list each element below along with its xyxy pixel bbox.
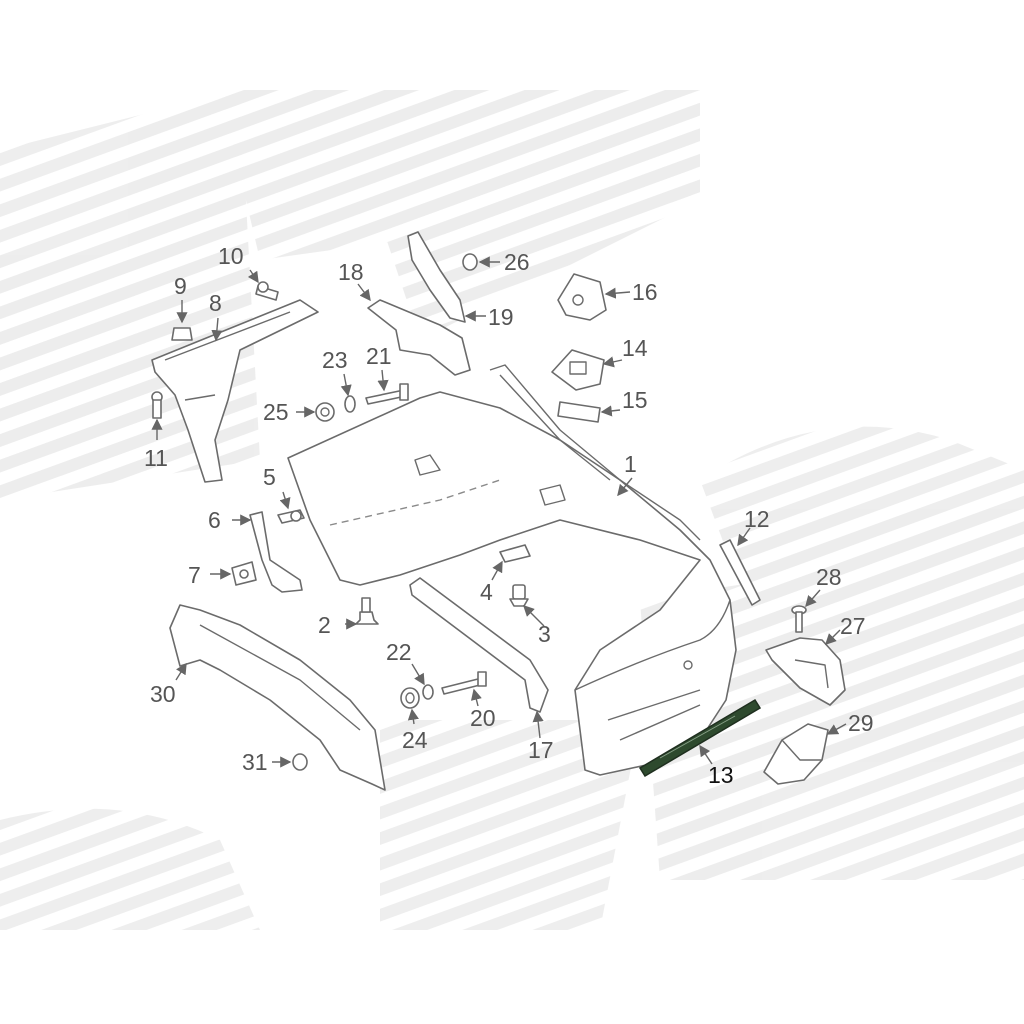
part-3-clip [509,584,529,607]
part-15-grille-piece [557,401,601,423]
part-19-support [407,231,466,323]
part-26-cap [462,253,478,271]
label-30: 30 [150,681,176,707]
part-13-guide-highlighted [638,698,762,778]
part-31-nut [292,753,308,771]
part-14-mount [551,349,605,391]
part-5-pin [277,509,305,524]
label-13: 13 [708,762,734,788]
label-15: 15 [622,387,648,413]
label-26: 26 [504,249,530,275]
label-21: 21 [366,343,392,369]
part-21-bolt [365,383,409,405]
label-6: 6 [208,507,221,533]
label-2: 2 [318,612,331,638]
label-9: 9 [174,273,187,299]
label-24: 24 [402,727,428,753]
part-8-side-bracket [151,299,319,483]
label-7: 7 [188,562,201,588]
part-24-nut [400,687,420,709]
part-2-bolt [355,597,379,625]
label-28: 28 [816,564,842,590]
part-12-strip [719,539,761,606]
label-5: 5 [263,464,276,490]
part-9-nut [171,327,193,341]
label-31: 31 [242,749,268,775]
part-27-holder [765,637,846,706]
label-11: 11 [144,445,168,471]
label-10: 10 [218,243,244,269]
label-29: 29 [848,710,874,736]
label-1: 1 [624,451,637,477]
label-3: 3 [538,621,551,647]
part-18-bracket [367,299,471,376]
label-23: 23 [322,347,348,373]
label-18: 18 [338,259,364,285]
part-11-bolt [151,391,163,419]
part-4-retainer [499,544,531,563]
part-23-washer [344,395,356,413]
part-29-sensor-housing [763,723,829,785]
part-25-nut [315,402,335,422]
label-22: 22 [386,639,412,665]
part-10-screw [255,281,279,301]
part-6-bracket [249,511,303,593]
watermark-background [0,90,1024,930]
label-4: 4 [480,579,493,605]
label-17: 17 [528,737,554,763]
label-12: 12 [744,506,770,532]
part-7-fastener [231,561,257,586]
label-27: 27 [840,613,866,639]
label-8: 8 [209,290,222,316]
part-16-cover [557,273,607,321]
label-14: 14 [622,335,648,361]
part-20-bolt [441,671,487,695]
part-28-screw [791,605,807,633]
label-20: 20 [470,705,496,731]
part-30-impact-bar [169,604,386,791]
part-22-washer [422,684,434,700]
label-16: 16 [632,279,658,305]
label-19: 19 [488,304,514,330]
label-25: 25 [263,399,289,425]
